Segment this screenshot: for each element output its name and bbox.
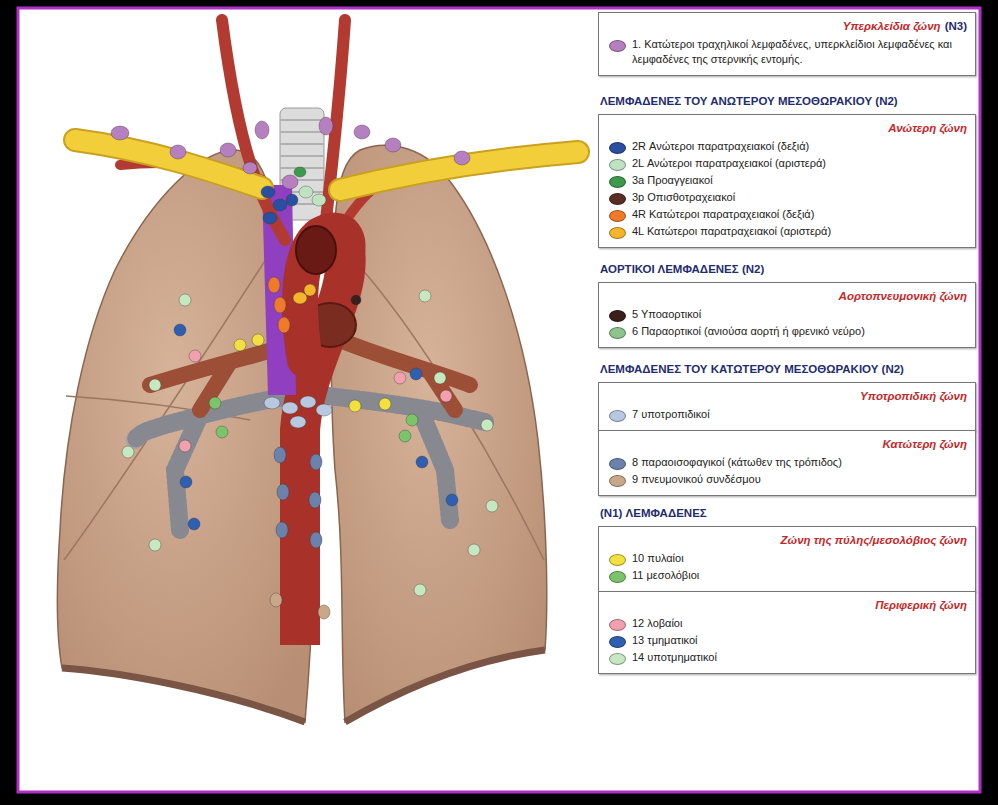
lung-base xyxy=(62,668,305,722)
legend-text: 6 Παραορτικοί (ανιούσα αορτή ή φρενικό ν… xyxy=(632,324,865,339)
legend-text: 7 υποτροπιδικοί xyxy=(632,407,710,422)
legend-swatch xyxy=(609,653,626,665)
legend-text: 13 τμηματικοί xyxy=(632,633,698,648)
zone-group: Κατώτερη ζώνη 8 παραοισοφαγικοί (κάτωθεν … xyxy=(598,430,976,496)
legend-text: 2R Ανώτεροι παρατραχειακοί (δεξιά) xyxy=(632,139,809,154)
legend-swatch xyxy=(609,227,626,239)
legend-swatch xyxy=(609,410,626,422)
legend-row: 3a Προαγγειακοί xyxy=(609,173,967,188)
zone-header: Περιφερική ζώνη xyxy=(609,596,967,613)
clavicle xyxy=(75,140,578,190)
legend-row: 12 λοβαίοι xyxy=(609,616,967,631)
zone-box: Υπερκλείδια ζώνη (N3) 1. Κατώτεροι τραχηλι… xyxy=(598,12,976,76)
legend-swatch xyxy=(609,554,626,566)
zone-header: Αορτοπνευμονική ζώνη xyxy=(609,287,967,304)
legend-row: 10 πυλαίοι xyxy=(609,551,967,566)
legend-row: 6 Παραορτικοί (ανιούσα αορτή ή φρενικό ν… xyxy=(609,324,967,339)
zone-title: Υποτροπιδική ζώνη xyxy=(860,390,967,402)
legend-panel: Υπερκλείδια ζώνη (N3) 1. Κατώτεροι τραχηλι… xyxy=(598,12,976,674)
legend-text: 2L Ανώτεροι παρατραχειακοί (αριστερά) xyxy=(632,156,826,171)
legend-row: 1. Κατώτεροι τραχηλικοί λεμφαδένες, υπερ… xyxy=(609,37,967,67)
legend-swatch xyxy=(609,210,626,222)
lymph-nodes xyxy=(111,117,498,619)
legend-text: 1. Κατώτεροι τραχηλικοί λεμφαδένες, υπερ… xyxy=(632,37,967,67)
legend-text: 10 πυλαίοι xyxy=(632,551,684,566)
legend-rows: 2R Ανώτεροι παρατραχειακοί (δεξιά) 2L Ανώ… xyxy=(609,139,967,239)
zone-box: Αορτοπνευμονική ζώνη 5 Υποαορτικοί 6 Παραο… xyxy=(598,282,976,348)
legend-rows: 10 πυλαίοι 11 μεσολόβιοι xyxy=(609,551,967,583)
legend-swatch xyxy=(609,310,626,322)
zone-group: (N1) ΛΕΜΦΑΔΕΝΕΣ Ζώνη της πύλης/μεσολόβιος… xyxy=(598,506,976,592)
zone-header: Υπερκλείδια ζώνη (N3) xyxy=(609,17,967,34)
legend-swatch xyxy=(609,571,626,583)
legend-row: 13 τμηματικοί xyxy=(609,633,967,648)
zone-group: Περιφερική ζώνη 12 λοβαίοι 13 τμηματικοί 14… xyxy=(598,591,976,674)
legend-swatch xyxy=(609,619,626,631)
legend-swatch xyxy=(609,458,626,470)
legend-text: 4L Κατώτεροι παρατραχειακοί (αριστερά) xyxy=(632,224,831,239)
arteries xyxy=(120,20,470,360)
legend-swatch xyxy=(609,142,626,154)
zone-header: Υποτροπιδική ζώνη xyxy=(609,387,967,404)
legend-text: 4R Κατώτεροι παρατραχειακοί (δεξιά) xyxy=(632,207,814,222)
zone-header: Κατώτερη ζώνη xyxy=(609,435,967,452)
legend-swatch xyxy=(609,636,626,648)
legend-rows: 1. Κατώτεροι τραχηλικοί λεμφαδένες, υπερ… xyxy=(609,37,967,67)
section-heading: ΛΕΜΦΑΔΕΝΕΣ ΤΟΥ ΚΑΤΩΤΕΡΟΥ ΜΕΣΟΘΩΡΑΚΙΟΥ (N… xyxy=(600,362,976,377)
legend-rows: 12 λοβαίοι 13 τμηματικοί 14 υποτμηματικοί xyxy=(609,616,967,665)
zone-box: Ανώτερη ζώνη 2R Ανώτεροι παρατραχειακοί (… xyxy=(598,114,976,248)
legend-row: 14 υποτμηματικοί xyxy=(609,650,967,665)
zone-box: Περιφερική ζώνη 12 λοβαίοι 13 τμηματικοί 14… xyxy=(598,591,976,674)
legend-text: 8 παραοισοφαγικοί (κάτωθεν της τρόπιδος) xyxy=(632,455,842,470)
legend-swatch xyxy=(609,176,626,188)
zone-title: Κατώτερη ζώνη xyxy=(883,438,968,450)
legend-text: 11 μεσολόβιοι xyxy=(632,568,699,583)
zone-box: Ζώνη της πύλης/μεσολόβιος ζώνη 10 πυλαίοι… xyxy=(598,526,976,592)
legend-row: 4R Κατώτεροι παρατραχειακοί (δεξιά) xyxy=(609,207,967,222)
zone-group: ΑΟΡΤΙΚΟΙ ΛΕΜΦΑΔΕΝΕΣ (N2) Αορτοπνευμονική … xyxy=(598,262,976,348)
legend-row: 2R Ανώτεροι παρατραχειακοί (δεξιά) xyxy=(609,139,967,154)
legend-rows: 5 Υποαορτικοί 6 Παραορτικοί (ανιούσα αορτ… xyxy=(609,307,967,339)
zone-box: Κατώτερη ζώνη 8 παραοισοφαγικοί (κάτωθεν … xyxy=(598,430,976,496)
zone-title: Υπερκλείδια ζώνη xyxy=(843,20,941,32)
legend-row: 2L Ανώτεροι παρατραχειακοί (αριστερά) xyxy=(609,156,967,171)
legend-text: 12 λοβαίοι xyxy=(632,616,682,631)
legend-text: 3a Προαγγειακοί xyxy=(632,173,713,188)
legend-swatch xyxy=(609,193,626,205)
legend-row: 9 πνευμονικού συνδέσμου xyxy=(609,472,967,487)
section-heading: ΛΕΜΦΑΔΕΝΕΣ ΤΟΥ ΑΝΩΤΕΡΟΥ ΜΕΣΟΘΩΡΑΚΙΟΥ (N2… xyxy=(600,94,976,109)
legend-swatch xyxy=(609,40,626,52)
zone-group: ΛΕΜΦΑΔΕΝΕΣ ΤΟΥ ΚΑΤΩΤΕΡΟΥ ΜΕΣΟΘΩΡΑΚΙΟΥ (N… xyxy=(598,362,976,431)
legend-rows: 7 υποτροπιδικοί xyxy=(609,407,967,422)
legend-swatch xyxy=(609,475,626,487)
legend-rows: 8 παραοισοφαγικοί (κάτωθεν της τρόπιδος)… xyxy=(609,455,967,487)
legend-text: 9 πνευμονικού συνδέσμου xyxy=(632,472,761,487)
legend-text: 14 υποτμηματικοί xyxy=(632,650,717,665)
legend-row: 3p Οπισθοτραχειακοί xyxy=(609,190,967,205)
aortic-lumen xyxy=(296,226,336,274)
zone-header: Ανώτερη ζώνη xyxy=(609,119,967,136)
legend-swatch xyxy=(609,159,626,171)
section-heading: (N1) ΛΕΜΦΑΔΕΝΕΣ xyxy=(600,506,976,521)
legend-text: 5 Υποαορτικοί xyxy=(632,307,701,322)
legend-row: 7 υποτροπιδικοί xyxy=(609,407,967,422)
lung-base xyxy=(345,650,545,722)
legend-row: 4L Κατώτεροι παρατραχειακοί (αριστερά) xyxy=(609,224,967,239)
zone-title: Αορτοπνευμονική ζώνη xyxy=(839,290,967,302)
legend-row: 8 παραοισοφαγικοί (κάτωθεν της τρόπιδος) xyxy=(609,455,967,470)
page-frame xyxy=(18,8,980,792)
level-tag: (N3) xyxy=(945,20,967,32)
zone-title: Ανώτερη ζώνη xyxy=(888,122,967,134)
zone-title: Περιφερική ζώνη xyxy=(875,599,967,611)
zone-title: Ζώνη της πύλης/μεσολόβιος ζώνη xyxy=(781,534,967,546)
legend-row: 11 μεσολόβιοι xyxy=(609,568,967,583)
zone-group: Υπερκλείδια ζώνη (N3) 1. Κατώτεροι τραχηλι… xyxy=(598,12,976,76)
zone-group: ΛΕΜΦΑΔΕΝΕΣ ΤΟΥ ΑΝΩΤΕΡΟΥ ΜΕΣΟΘΩΡΑΚΙΟΥ (N2… xyxy=(598,94,976,248)
legend-row: 5 Υποαορτικοί xyxy=(609,307,967,322)
zone-box: Υποτροπιδική ζώνη 7 υποτροπιδικοί xyxy=(598,382,976,431)
legend-swatch xyxy=(609,327,626,339)
section-heading: ΑΟΡΤΙΚΟΙ ΛΕΜΦΑΔΕΝΕΣ (N2) xyxy=(600,262,976,277)
zone-header: Ζώνη της πύλης/μεσολόβιος ζώνη xyxy=(609,531,967,548)
legend-text: 3p Οπισθοτραχειακοί xyxy=(632,190,735,205)
